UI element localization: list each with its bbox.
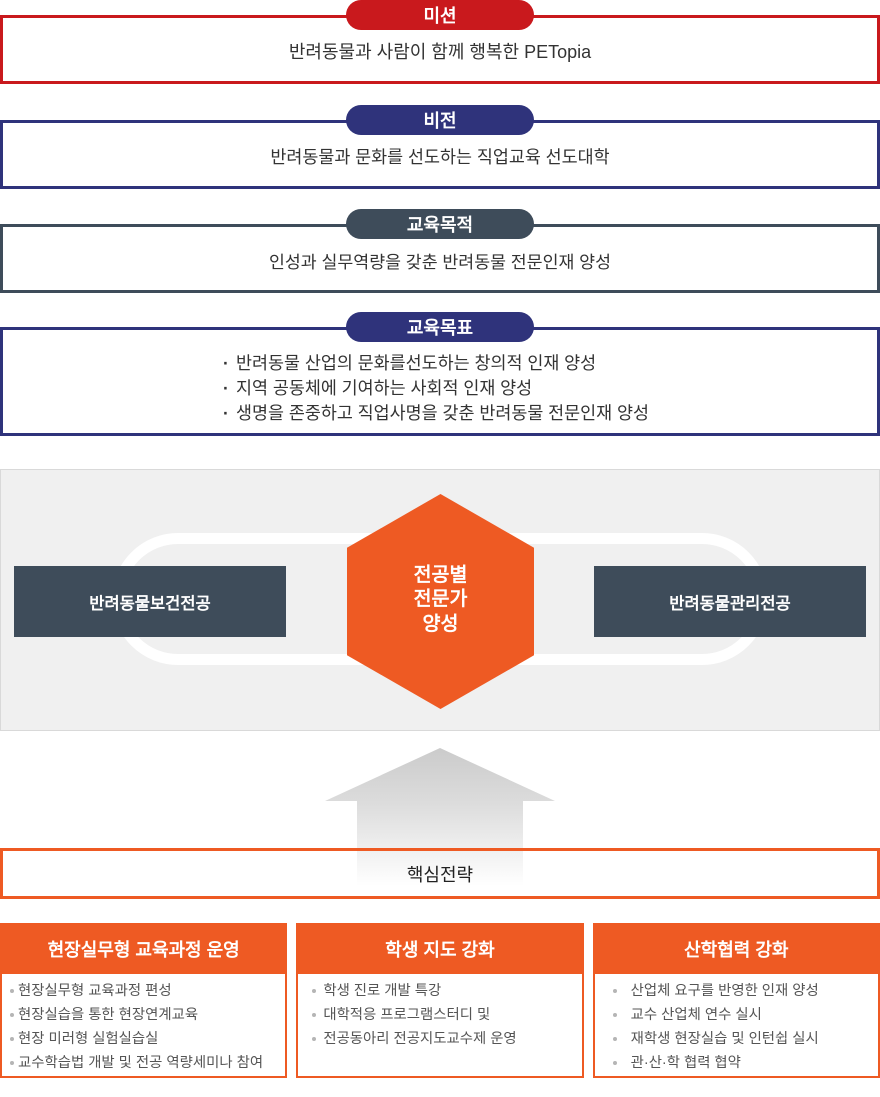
card-item: 대학적응 프로그램스터디 및	[298, 1003, 581, 1027]
card-body: 학생 진로 개발 특강 대학적응 프로그램스터디 및 전공동아리 전공지도교수제…	[296, 974, 584, 1078]
hexagon-label: 전공별 전문가 양성	[413, 563, 468, 635]
goal-item: 지역 공동체에 기여하는 사회적 인재 양성	[223, 376, 649, 401]
vision-text: 반려동물과 문화를 선도하는 직업교육 선도대학	[270, 146, 610, 167]
strategy-card: 현장실무형 교육과정 운영 현장실무형 교육과정 편성 현장실습을 통한 현장연…	[0, 923, 288, 1078]
goals-list: 반려동물 산업의 문화를선도하는 창의적 인재 양성 지역 공동체에 기여하는 …	[223, 351, 649, 426]
mission-badge: 미션	[346, 0, 534, 30]
goals-section: 교육목표 반려동물 산업의 문화를선도하는 창의적 인재 양성 지역 공동체에 …	[0, 312, 880, 436]
card-title: 학생 지도 강화	[296, 923, 584, 974]
card-item: 산업체 요구를 반영한 인재 양성	[595, 979, 878, 1003]
vision-badge: 비전	[346, 105, 534, 135]
card-item: 재학생 현장실습 및 인턴쉽 실시	[595, 1027, 878, 1051]
card-list: 학생 진로 개발 특강 대학적응 프로그램스터디 및 전공동아리 전공지도교수제…	[298, 979, 581, 1051]
strategy-area: 핵심전략 현장실무형 교육과정 운영 현장실무형 교육과정 편성 현장실습을 통…	[0, 731, 880, 1082]
card-item: 관·산·학 협력 협약	[595, 1051, 878, 1075]
goals-badge: 교육목표	[346, 312, 534, 342]
major-right-label: 반려동물관리전공	[669, 594, 791, 613]
card-item: 현장 미러형 실험실습실	[2, 1027, 285, 1051]
card-list: 산업체 요구를 반영한 인재 양성 교수 산업체 연수 실시 재학생 현장실습 …	[595, 979, 878, 1075]
card-body: 현장실무형 교육과정 편성 현장실습을 통한 현장연계교육 현장 미러형 실험실…	[0, 974, 288, 1078]
hexagon-center: 전공별 전문가 양성	[347, 494, 534, 709]
card-item: 교수 산업체 연수 실시	[595, 1003, 878, 1027]
card-body: 산업체 요구를 반영한 인재 양성 교수 산업체 연수 실시 재학생 현장실습 …	[592, 974, 880, 1078]
card-item: 현장실무형 교육과정 편성	[2, 979, 285, 1003]
hexagon-shape	[347, 494, 534, 709]
card-title: 산학협력 강화	[592, 923, 880, 974]
vision-section: 비전 반려동물과 문화를 선도하는 직업교육 선도대학	[0, 105, 880, 189]
strategy-cards: 현장실무형 교육과정 운영 현장실무형 교육과정 편성 현장실습을 통한 현장연…	[0, 923, 880, 1078]
card-item: 학생 진로 개발 특강	[298, 979, 581, 1003]
card-item: 전공동아리 전공지도교수제 운영	[298, 1027, 581, 1051]
strategy-card: 학생 지도 강화 학생 진로 개발 특강 대학적응 프로그램스터디 및 전공동아…	[296, 923, 584, 1078]
strategy-title: 핵심전략	[406, 864, 474, 885]
card-list: 현장실무형 교육과정 편성 현장실습을 통한 현장연계교육 현장 미러형 실험실…	[2, 979, 285, 1075]
mission-section: 미션 반려동물과 사람이 함께 행복한 PETopia	[0, 0, 880, 84]
strategy-box: 핵심전략	[0, 848, 880, 899]
majors-panel: 반려동물보건전공 반려동물관리전공 전공별 전문가 양성	[0, 469, 880, 731]
card-item: 교수학습법 개발 및 전공 역량세미나 참여	[2, 1051, 285, 1075]
mission-text: 반려동물과 사람이 함께 행복한 PETopia	[288, 42, 592, 62]
strategy-card: 산학협력 강화 산업체 요구를 반영한 인재 양성 교수 산업체 연수 실시 재…	[592, 923, 880, 1078]
purpose-text: 인성과 실무역량을 갖춘 반려동물 전문인재 양성	[269, 251, 611, 272]
vision-box: 반려동물과 문화를 선도하는 직업교육 선도대학	[0, 120, 880, 189]
card-item: 현장실습을 통한 현장연계교육	[2, 1003, 285, 1027]
card-title: 현장실무형 교육과정 운영	[0, 923, 288, 974]
purpose-badge: 교육목적	[346, 209, 534, 239]
purpose-section: 교육목적 인성과 실무역량을 갖춘 반려동물 전문인재 양성	[0, 209, 880, 293]
major-right-box: 반려동물관리전공	[594, 566, 866, 637]
goal-item: 반려동물 산업의 문화를선도하는 창의적 인재 양성	[223, 351, 649, 376]
major-left-label: 반려동물보건전공	[89, 594, 211, 613]
major-left-box: 반려동물보건전공	[14, 566, 286, 637]
goals-box: 반려동물 산업의 문화를선도하는 창의적 인재 양성 지역 공동체에 기여하는 …	[0, 327, 880, 436]
goal-item: 생명을 존중하고 직업사명을 갖춘 반려동물 전문인재 양성	[223, 401, 649, 426]
